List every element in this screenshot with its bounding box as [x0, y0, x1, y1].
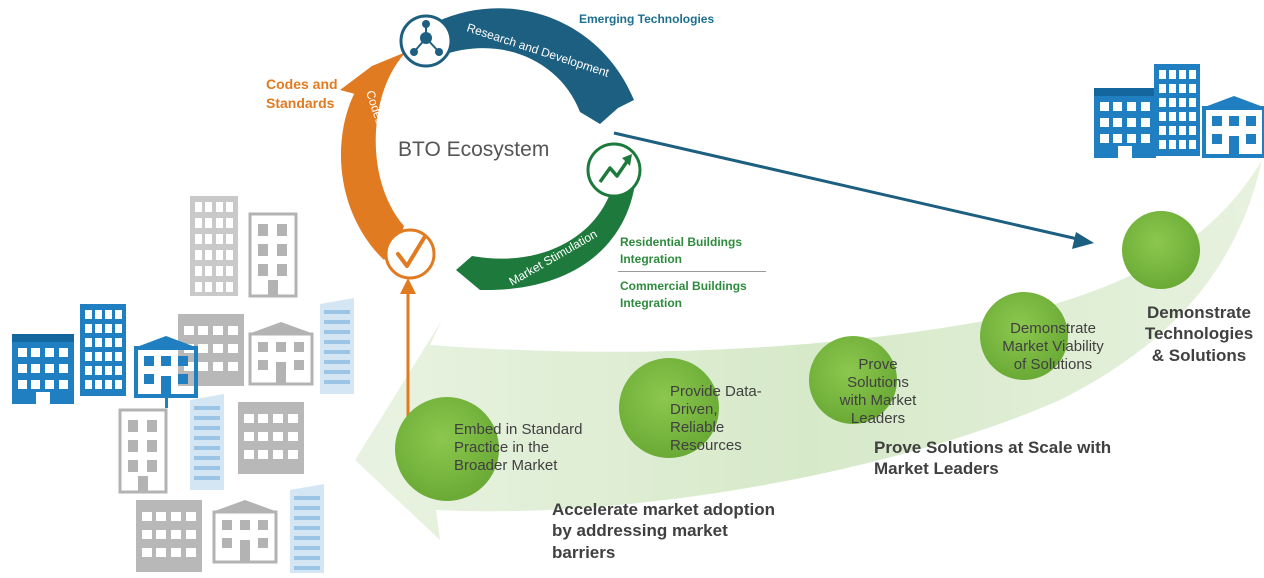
phase-line: Market Leaders — [874, 459, 999, 479]
phase-line: Prove Solutions at Scale with — [874, 438, 1112, 457]
commercial-label-line1: Commercial Buildings — [620, 279, 747, 293]
center-title: BTO Ecosystem — [398, 138, 550, 161]
step-text-line: Provide Data- — [670, 383, 762, 400]
phase-line: & Solutions — [1151, 345, 1247, 365]
step-text-line: Demonstrate — [1010, 320, 1096, 337]
phase-line: by addressing market — [552, 521, 728, 541]
step-text-line: Broader Market — [454, 457, 558, 474]
phase-line: barriers — [552, 542, 616, 562]
step-text-line: Leaders — [850, 410, 906, 427]
step-text-line: Market Viability — [1002, 338, 1104, 355]
step-text-line: Embed in Standard — [454, 421, 583, 438]
label-divider — [618, 271, 766, 272]
gray-city-cluster — [118, 196, 354, 578]
commercial-label-line2: Integration — [620, 296, 682, 310]
checkmark-icon — [384, 228, 436, 280]
adoption-arrow-band — [355, 160, 1262, 540]
step-circle-demonstrate-market — [980, 292, 1068, 380]
blue-arrow — [613, 131, 1094, 249]
blue-city-right — [1094, 64, 1264, 158]
phase-prove: Prove Solutions at Scale with Market Lea… — [874, 437, 1111, 480]
residential-label-line2: Integration — [620, 252, 682, 266]
molecule-icon — [399, 14, 453, 68]
codes-label-line2: Standards — [266, 95, 335, 111]
emerging-technologies-label: Emerging Technologies — [579, 12, 715, 26]
step-circle-prove — [809, 336, 897, 424]
step-text-prove: Prove Solutions with Market Leaders — [828, 356, 928, 428]
phase-line: Accelerate market adoption — [552, 500, 775, 519]
step-text-line: of Solutions — [1013, 356, 1093, 373]
market-stimulation-arc — [456, 176, 636, 291]
step-text-embed: Embed in Standard Practice in the Broade… — [454, 421, 582, 475]
phase-line: Technologies — [1144, 324, 1254, 344]
blue-city-left — [12, 304, 200, 408]
step-circle-demonstrate-tech — [1122, 211, 1200, 289]
step-circle-embed — [395, 397, 499, 501]
step-text-demonstrate-market: Demonstrate Market Viability of Solution… — [993, 320, 1113, 374]
step-text-line: Resources — [670, 437, 742, 454]
orange-arrow — [400, 278, 416, 418]
step-text-line: Practice in the — [454, 439, 550, 456]
trend-up-icon — [586, 142, 642, 198]
codes-label-line1: Codes and — [266, 76, 338, 92]
phase-accelerate: Accelerate market adoption by addressing… — [552, 499, 775, 563]
step-text-line: Driven, — [670, 401, 718, 418]
step-text-line: Prove Solutions — [847, 356, 909, 391]
step-text-line: with Market — [839, 392, 917, 409]
step-circle-provide — [619, 358, 719, 458]
phase-line: Demonstrate — [1147, 303, 1251, 322]
phase-demonstrate: Demonstrate Technologies & Solutions — [1140, 302, 1258, 366]
step-text-line: Reliable — [670, 419, 725, 436]
research-development-arc — [436, 8, 634, 124]
codes-standards-arc — [340, 52, 406, 260]
residential-label-line1: Residential Buildings — [620, 235, 743, 249]
step-text-provide: Provide Data- Driven, Reliable Resources — [670, 383, 762, 455]
